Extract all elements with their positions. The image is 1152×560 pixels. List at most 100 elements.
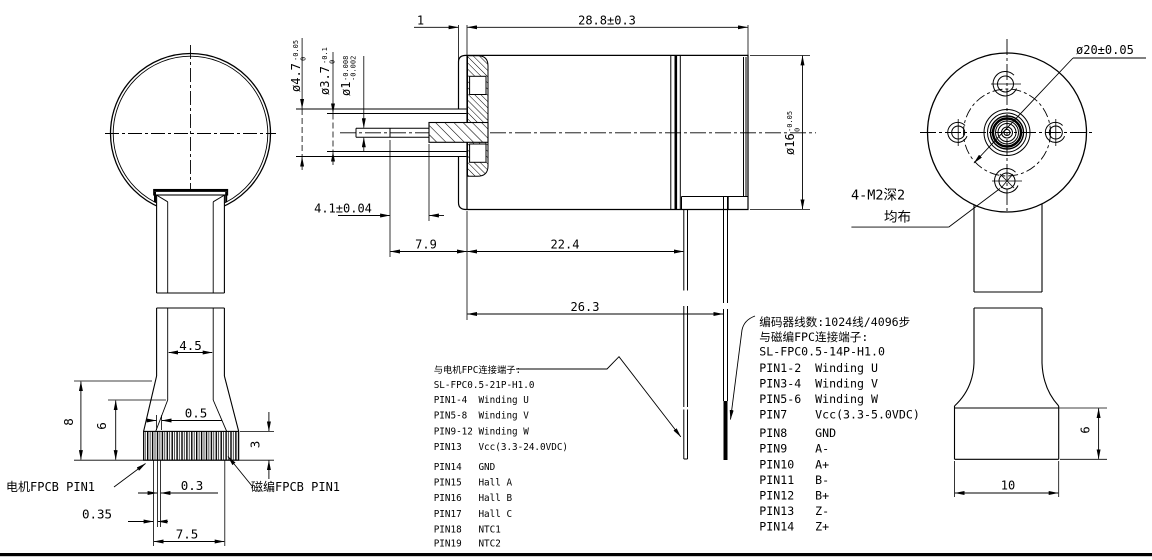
svg-text:-0.002: -0.002 bbox=[350, 56, 358, 81]
bearing-rear bbox=[469, 143, 487, 163]
dim-shaft-step bbox=[338, 140, 444, 257]
pin1-right-leader bbox=[227, 456, 253, 487]
shaft-hub bbox=[983, 109, 1031, 156]
dim-finger-width-text: 0.3 bbox=[181, 478, 204, 493]
encoder-pin-row: PIN11 B- bbox=[759, 473, 829, 487]
pin1-left-label: 电机FPCB PIN1 bbox=[6, 480, 95, 494]
encoder-pin-row: PIN3-4 Winding V bbox=[759, 377, 878, 391]
dim-connector-height bbox=[240, 412, 274, 479]
mounting-hole-right bbox=[1044, 119, 1066, 146]
fpc-connector-fingers bbox=[143, 430, 240, 461]
svg-text:ø4.7: ø4.7 bbox=[289, 63, 303, 92]
svg-text:-0.008: -0.008 bbox=[342, 56, 350, 81]
dim-cable-width-text: 4.5 bbox=[179, 338, 202, 353]
svg-text:-0.05: -0.05 bbox=[292, 40, 300, 61]
svg-text:0: 0 bbox=[794, 128, 802, 132]
motor-pin-table: 与电机FPC连接端子: SL-FPC0.5-21P-H1.0 PIN1-4 Wi… bbox=[434, 356, 682, 549]
dim-dia-collar-label: ø3.7 0 -0.1 bbox=[318, 47, 337, 95]
rear-center-lines bbox=[920, 39, 1094, 212]
front-view: 4.5 0.5 8 6 3 bbox=[6, 45, 340, 546]
dim-dia-shaft-label: ø1 -0.002 -0.008 bbox=[339, 56, 358, 96]
motor-pin-table-heading: 与电机FPC连接端子: bbox=[434, 364, 521, 376]
dim-connector-height-text: 3 bbox=[248, 441, 263, 449]
motor-pin-row: PIN19 NTC2 bbox=[434, 538, 501, 549]
rear-cable-lower bbox=[953, 307, 1060, 460]
front-end-cap bbox=[428, 55, 489, 177]
cable-exit-cap bbox=[153, 188, 229, 203]
mounting-holes-label-line2: 均布 bbox=[884, 210, 911, 226]
svg-text:-0.05: -0.05 bbox=[786, 111, 794, 132]
encoder-pin-row: PIN5-6 Winding W bbox=[759, 392, 878, 406]
pin1-right-label: 磁编FPCB PIN1 bbox=[251, 479, 340, 494]
dim-body-length bbox=[466, 25, 749, 55]
svg-text:-0.1: -0.1 bbox=[321, 47, 329, 64]
encoder-pin-row: PIN14 Z+ bbox=[759, 520, 829, 534]
dim-edge-margin-text: 0.35 bbox=[82, 507, 112, 522]
dim-front-plate-text: 1 bbox=[417, 14, 424, 28]
encoder-pin-table: 编码器线数:1024线/4096步 与磁编FPC连接端子: SL-FPC0.5-… bbox=[729, 315, 920, 534]
encoder-fpc-cable bbox=[723, 196, 728, 460]
mounting-holes-label-line1: 4-M2深2 bbox=[851, 188, 905, 204]
motor-pin-row: PIN1-4 Winding U bbox=[434, 395, 529, 406]
dim-finger-zone-height-text: 6 bbox=[94, 422, 109, 430]
dim-body-length-text: 28.8±0.3 bbox=[578, 14, 636, 28]
motor-pin-row: PIN13 Vcc(3.3-24.0VDC) bbox=[434, 442, 568, 453]
svg-text:0: 0 bbox=[300, 57, 308, 61]
encoder-pin-row: PIN9 A- bbox=[759, 442, 829, 456]
mounting-hole-left bbox=[947, 119, 968, 146]
fpc-cable-upper bbox=[156, 195, 225, 294]
svg-text:0: 0 bbox=[329, 60, 337, 64]
encoder-pin-row: PIN10 A+ bbox=[759, 458, 829, 472]
encoder-pin-row: PIN12 B+ bbox=[759, 489, 829, 503]
dim-stiffener-height bbox=[74, 380, 274, 461]
dim-front-plate bbox=[414, 25, 459, 60]
motor-body bbox=[457, 54, 749, 211]
dim-rear-connector-width-text: 10 bbox=[1001, 479, 1015, 493]
motor-pin-row: PIN17 Hall C bbox=[434, 509, 512, 520]
dim-rear-connector-height-text: 6 bbox=[1079, 426, 1093, 433]
motor-pin-row: PIN15 Hall A bbox=[434, 478, 513, 489]
encoder-pin-row: PIN1-2 Winding U bbox=[759, 361, 878, 375]
dim-encoder-fpc-pos-text: 26.3 bbox=[571, 300, 600, 314]
motor-fpc-cable bbox=[683, 209, 688, 460]
dim-dia-flange-leader bbox=[973, 57, 1146, 164]
encoder-pin-table-leader bbox=[729, 315, 756, 420]
section-view: ø4.7 0 -0.05 ø3.7 0 -0.1 ø1 -0.002 -0.00… bbox=[289, 14, 816, 460]
pin1-left-leader bbox=[113, 463, 146, 488]
svg-text:ø16: ø16 bbox=[783, 133, 797, 155]
bearing-front bbox=[469, 75, 487, 96]
front-center-lines bbox=[105, 45, 276, 215]
dim-shaft-protrusion-text: 7.9 bbox=[415, 238, 437, 252]
dim-finger-pitch bbox=[146, 415, 222, 430]
motor-pin-row: PIN9-12 Winding W bbox=[434, 426, 530, 437]
dim-finger-zone-height bbox=[108, 399, 166, 461]
rear-cable-upper bbox=[973, 203, 1043, 293]
dim-shaft-protrusion bbox=[390, 211, 468, 320]
dim-motor-fpc-pos-text: 22.4 bbox=[551, 238, 580, 252]
motor-pin-row: PIN14 GND bbox=[434, 462, 496, 473]
encoder-pin-row: PIN8 GND bbox=[759, 426, 836, 440]
mounting-hole-bottom bbox=[992, 168, 1022, 194]
motor-pin-table-partno: SL-FPC0.5-21P-H1.0 bbox=[434, 380, 535, 391]
encoder-pin-row: PIN13 Z- bbox=[759, 504, 829, 518]
motor-pin-row: PIN16 Hall B bbox=[434, 493, 513, 504]
motor-pin-row: PIN18 NTC1 bbox=[434, 525, 501, 536]
dim-finger-pitch-text: 0.5 bbox=[185, 406, 208, 421]
shaft-collar bbox=[428, 121, 489, 143]
svg-text:ø3.7: ø3.7 bbox=[318, 66, 332, 95]
motor-shaft bbox=[355, 127, 429, 138]
dim-rear-connector-height bbox=[1020, 407, 1107, 460]
encoder-pin-table-heading: 与磁编FPC连接端子: bbox=[759, 330, 868, 344]
dim-dia-body bbox=[750, 55, 810, 210]
svg-text:ø1: ø1 bbox=[339, 82, 353, 96]
encoder-note: 编码器线数:1024线/4096步 bbox=[759, 315, 910, 329]
shaft-sleeve-tube bbox=[296, 108, 467, 157]
mounting-hole-top bbox=[991, 71, 1021, 97]
encoder-pin-row: PIN7 Vcc(3.3-5.0VDC) bbox=[759, 408, 920, 422]
dim-dia-body-label: ø16 0 -0.05 bbox=[783, 111, 802, 155]
dim-shaft-step-text: 4.1±0.04 bbox=[314, 202, 372, 216]
motor-pin-row: PIN5-8 Winding V bbox=[434, 411, 530, 422]
rear-view: ø20±0.05 4-M2深2 均布 bbox=[851, 39, 1146, 497]
dim-dia-flange-text: ø20±0.05 bbox=[1076, 43, 1134, 57]
